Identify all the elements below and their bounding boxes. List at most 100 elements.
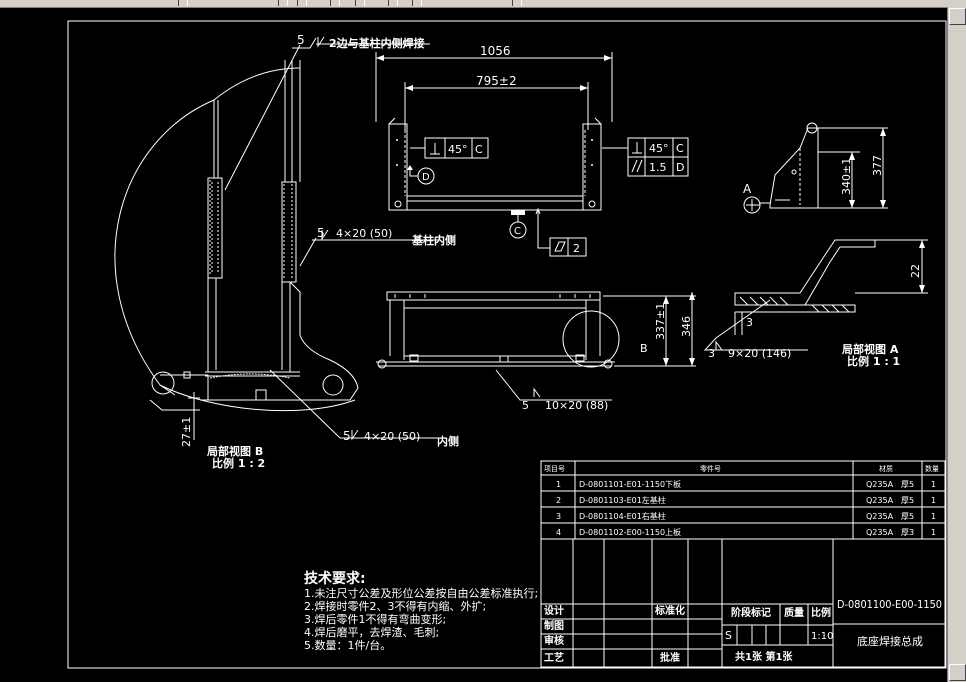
bom-cell-material: Q235A [866,512,894,521]
dim-1056: 1056 [480,44,511,58]
view-b-title: 局部视图 B [206,444,263,458]
front-view: 1056 795±2 45° C D 45° C 1.5 D [375,44,689,257]
bom-cell-no: 2 [556,496,561,505]
bom-cell-material: Q235A [866,496,894,505]
label-stage: 阶段标记 [731,606,771,619]
weld-spec-a: 9×20 (146) [728,347,791,360]
label-review: 审核 [544,634,564,647]
tech-req-title: 技术要求: [304,570,366,587]
view-a-title: 局部视图 A [841,342,899,356]
tol-right-datum: C [676,142,684,155]
detail-view-a: 22 3 3 9×20 (146) 局部视图 A 比例 1 : 1 [703,239,928,368]
label-b: B [640,342,648,355]
side-view: A 340±1 377 [743,122,888,214]
stage-mark: S [725,629,732,642]
tech-req-item: 5.数量：1件/台。 [304,638,391,652]
tech-req-item: 1.未注尺寸公差及形位公差按自由公差标准执行; [304,586,538,600]
toolbar-tool-icon[interactable] [330,0,340,6]
drawing-frame [67,20,947,669]
tol-left-datum: C [475,143,483,156]
scale-value: 1:10 [811,631,833,642]
bom-cell-qty: 1 [931,512,936,521]
dim-340: 340±1 [840,158,853,195]
bom-header-part: 零件号 [700,464,721,473]
bom-cell-qty: 1 [931,496,936,505]
scroll-up-icon[interactable] [949,8,966,25]
weld-spec-mid: 4×20 (50) [336,227,392,240]
tol-right-angle: 45° [649,142,669,155]
bom-cell-part: D-0801101-E01-1150下板 [579,479,681,489]
bom-cell-qty: 1 [931,528,936,537]
label-sheets: 共1张 第1张 [735,650,793,663]
weld-note-mid: 基柱内侧 [411,233,456,247]
scroll-down-icon[interactable] [949,664,966,681]
bom-cell-thickness: 厚5 [901,496,914,505]
bom-cell-thickness: 厚5 [901,512,914,521]
toolbar-tool-icon[interactable] [278,0,288,6]
bom-cell-part: D-0801103-E01左基柱 [579,495,666,505]
weld-callout-mid: 5 4×20 (50) 基柱内侧 [299,226,456,267]
weld-size-top: 5 [297,33,305,47]
bom-cell-part: D-0801104-E01右基柱 [579,511,666,521]
bom-cell-no: 1 [556,480,561,489]
drawing-name: 底座焊接总成 [857,634,923,648]
bom-cell-thickness: 厚5 [901,480,914,489]
bom-cell-no: 4 [556,528,561,537]
detail-view-b: 27±1 局部视图 B 比例 1 : 2 [114,60,359,470]
weld-note-low: 内侧 [437,434,459,448]
weld-size-mid: 5 [317,226,325,240]
title-block: 设计 制图 审核 工艺 标准化 批准 阶段标记 质量 比例 S 1:10 共1张… [540,538,946,668]
toolbar-separator-icon [178,0,188,6]
bom-header-qty: 数量 [925,464,939,473]
label-weight: 质量 [784,606,804,619]
technical-requirements: 技术要求: 1.未注尺寸公差及形位公差按自由公差标准执行; 2.焊接时零件2、3… [304,570,538,652]
bom-header-material: 材质 [879,464,893,473]
bom-cell-qty: 1 [931,480,936,489]
bottom-view: 337±1 346 B 5 10×20 (88) [376,291,696,412]
toolbar-tool-icon[interactable] [355,0,365,6]
bom-cell-no: 3 [556,512,561,521]
tech-req-item: 3.焊后零件1不得有弯曲变形; [304,612,446,626]
view-a-scale: 比例 1 : 1 [847,354,900,368]
label-draw: 制图 [544,619,564,632]
vertical-scrollbar[interactable] [947,7,966,682]
dim-377: 377 [871,155,884,176]
dim-3: 3 [746,316,753,329]
cad-toolbar [0,0,966,8]
dim-795: 795±2 [476,74,517,88]
dim-337: 337±1 [654,303,667,340]
bom-cell-part: D-0801102-E00-1150上板 [579,527,681,537]
weld-callout-low: 5 4×20 (50) 内侧 [269,369,459,448]
toolbar-tool-icon[interactable] [388,0,398,6]
toolbar-tool-icon[interactable] [412,0,422,6]
dim-27: 27±1 [180,417,193,447]
weld-note-top: 2边与基柱内侧焊接 [329,36,425,50]
weld-spec-low: 4×20 (50) [364,430,420,443]
flatness-value: 2 [573,242,580,255]
weld-size-low: 5 [343,429,351,443]
tol-left-angle: 45° [448,143,468,156]
drawing-number: D-0801100-E00-1150 [837,598,942,611]
tol-parallel-datum: D [676,161,684,174]
dim-22: 22 [909,264,922,278]
toolbar-tool-icon[interactable] [512,0,522,6]
bom-cell-material: Q235A [866,480,894,489]
dim-346: 346 [680,316,693,337]
view-b-scale: 比例 1 : 2 [212,456,265,470]
bom-table: 项目号 零件号 材质 数量 1 D-0801101-E01-1150下板 Q23… [540,460,946,540]
label-a: A [743,182,752,196]
datum-c: C [514,226,521,237]
tech-req-item: 4.焊后磨平，去焊渣、毛刺; [304,625,439,639]
label-approve: 批准 [660,651,680,664]
label-process: 工艺 [544,651,564,664]
weld-size-a: 3 [708,347,715,360]
bom-cell-thickness: 厚3 [901,528,914,537]
bom-cell-material: Q235A [866,528,894,537]
toolbar-tool-icon[interactable] [297,0,307,6]
datum-d: D [422,172,430,183]
tol-parallel: 1.5 [649,161,667,174]
label-design: 设计 [544,604,564,617]
label-scale: 比例 [811,606,831,619]
weld-spec-bottom: 10×20 (88) [545,399,608,412]
